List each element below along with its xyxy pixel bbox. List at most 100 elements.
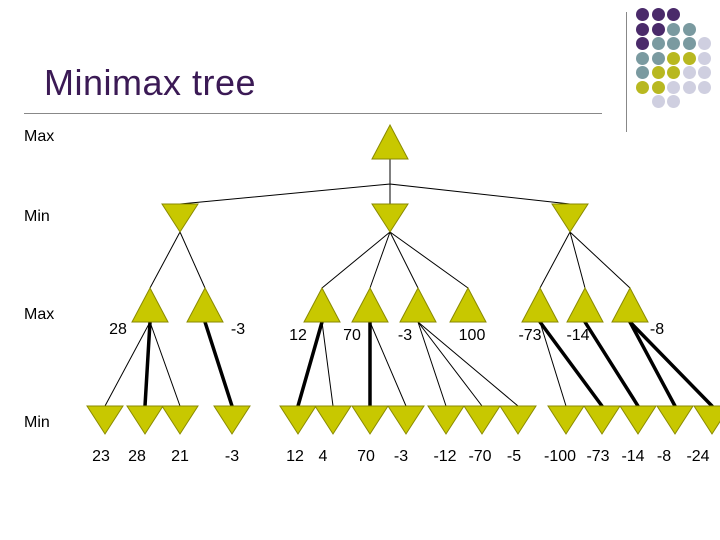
tree-edge	[104, 321, 151, 407]
decorative-dot	[698, 66, 711, 79]
best-move-edge	[538, 320, 604, 408]
decorative-dot	[682, 37, 696, 50]
tree-edge	[539, 231, 571, 289]
decorative-dot	[698, 80, 711, 94]
leaf-value-label: 28	[128, 448, 146, 465]
leaf-value-label: 23	[92, 448, 110, 465]
decorative-dot	[667, 8, 680, 21]
min-node	[126, 405, 164, 435]
best-move-edge	[143, 320, 152, 408]
leaf-value-label: 4	[319, 448, 328, 465]
node-value-label: 100	[459, 327, 486, 344]
decorative-divider	[626, 12, 627, 132]
min-node	[551, 203, 589, 233]
min-node	[213, 405, 251, 435]
best-move-edge	[296, 320, 324, 408]
leaf-value-label: -3	[225, 448, 239, 465]
min-node	[656, 405, 694, 435]
min-node	[427, 405, 465, 435]
min-node	[314, 405, 352, 435]
min-node	[619, 405, 657, 435]
max-node	[303, 286, 341, 323]
max-node	[449, 286, 487, 323]
decorative-dot	[651, 51, 665, 65]
leaf-value-label: -73	[586, 448, 609, 465]
level-label-max-root: Max	[24, 128, 55, 145]
max-node	[611, 286, 649, 323]
decorative-dot	[667, 95, 680, 108]
tree-edge	[417, 321, 519, 407]
decorative-dot	[651, 80, 665, 94]
slide-title: Minimax tree	[44, 62, 257, 103]
decorative-dot	[667, 51, 680, 65]
decorative-dot	[636, 22, 649, 36]
decorative-dot	[651, 8, 665, 21]
tree-edge	[369, 231, 391, 289]
leaf-value-label: 70	[357, 448, 375, 465]
decorative-dot	[636, 66, 649, 79]
decorative-dot	[651, 37, 665, 50]
leaf-value-label: -14	[621, 448, 644, 465]
tree-edge	[149, 231, 181, 289]
decorative-dot	[682, 22, 696, 36]
leaf-value-label: -100	[544, 448, 576, 465]
decorative-dot	[682, 80, 696, 94]
tree-edge	[539, 321, 567, 407]
leaf-value-label: -24	[686, 448, 709, 465]
tree-edge	[389, 231, 419, 289]
min-node	[86, 405, 124, 435]
level-label-max-2: Max	[24, 306, 55, 323]
decorative-dot	[651, 22, 665, 36]
min-node	[387, 405, 425, 435]
decorative-dot	[651, 66, 665, 79]
tree-edge	[149, 321, 181, 407]
decorative-dot	[698, 51, 711, 65]
leaf-value-label: 21	[171, 448, 189, 465]
edge-layer	[104, 159, 714, 408]
tree-edge	[569, 231, 586, 289]
title-divider	[24, 113, 602, 114]
min-node	[547, 405, 585, 435]
node-value-label: -3	[231, 321, 245, 338]
min-node	[371, 203, 409, 233]
min-node	[583, 405, 621, 435]
level-label-min-3: Min	[24, 414, 50, 431]
node-layer	[86, 123, 720, 435]
best-move-edge	[583, 320, 640, 408]
tree-edge	[417, 321, 483, 407]
decorative-dot	[636, 80, 649, 94]
max-node	[371, 123, 409, 160]
leaf-value-label: -5	[507, 448, 521, 465]
decorative-dot	[667, 22, 680, 36]
node-value-label: -14	[566, 327, 589, 344]
node-value-label: -3	[398, 327, 412, 344]
tree-edge	[417, 321, 447, 407]
leaf-value-label: -8	[657, 448, 671, 465]
decorative-dot	[667, 66, 680, 79]
max-node	[399, 286, 437, 323]
leaf-value-label: -12	[433, 448, 456, 465]
node-value-label: -73	[518, 327, 541, 344]
decorative-dot	[667, 80, 680, 94]
min-node	[279, 405, 317, 435]
decorative-dot	[698, 37, 711, 50]
min-node	[161, 405, 199, 435]
min-node	[499, 405, 537, 435]
tree-edge	[369, 321, 407, 407]
max-node	[351, 286, 389, 323]
decorative-dot	[682, 51, 696, 65]
tree-edge	[389, 159, 571, 205]
leaf-value-label: -3	[394, 448, 408, 465]
min-node	[161, 203, 199, 233]
min-node	[693, 405, 720, 435]
best-move-edge	[203, 320, 234, 408]
tree-edge	[389, 231, 469, 289]
best-move-edge	[628, 320, 677, 408]
max-node	[521, 286, 559, 323]
leaf-value-label: -70	[468, 448, 491, 465]
max-node	[566, 286, 604, 323]
decorative-dot	[636, 8, 649, 21]
level-label-min-1: Min	[24, 208, 50, 225]
decorative-dot	[667, 37, 680, 50]
